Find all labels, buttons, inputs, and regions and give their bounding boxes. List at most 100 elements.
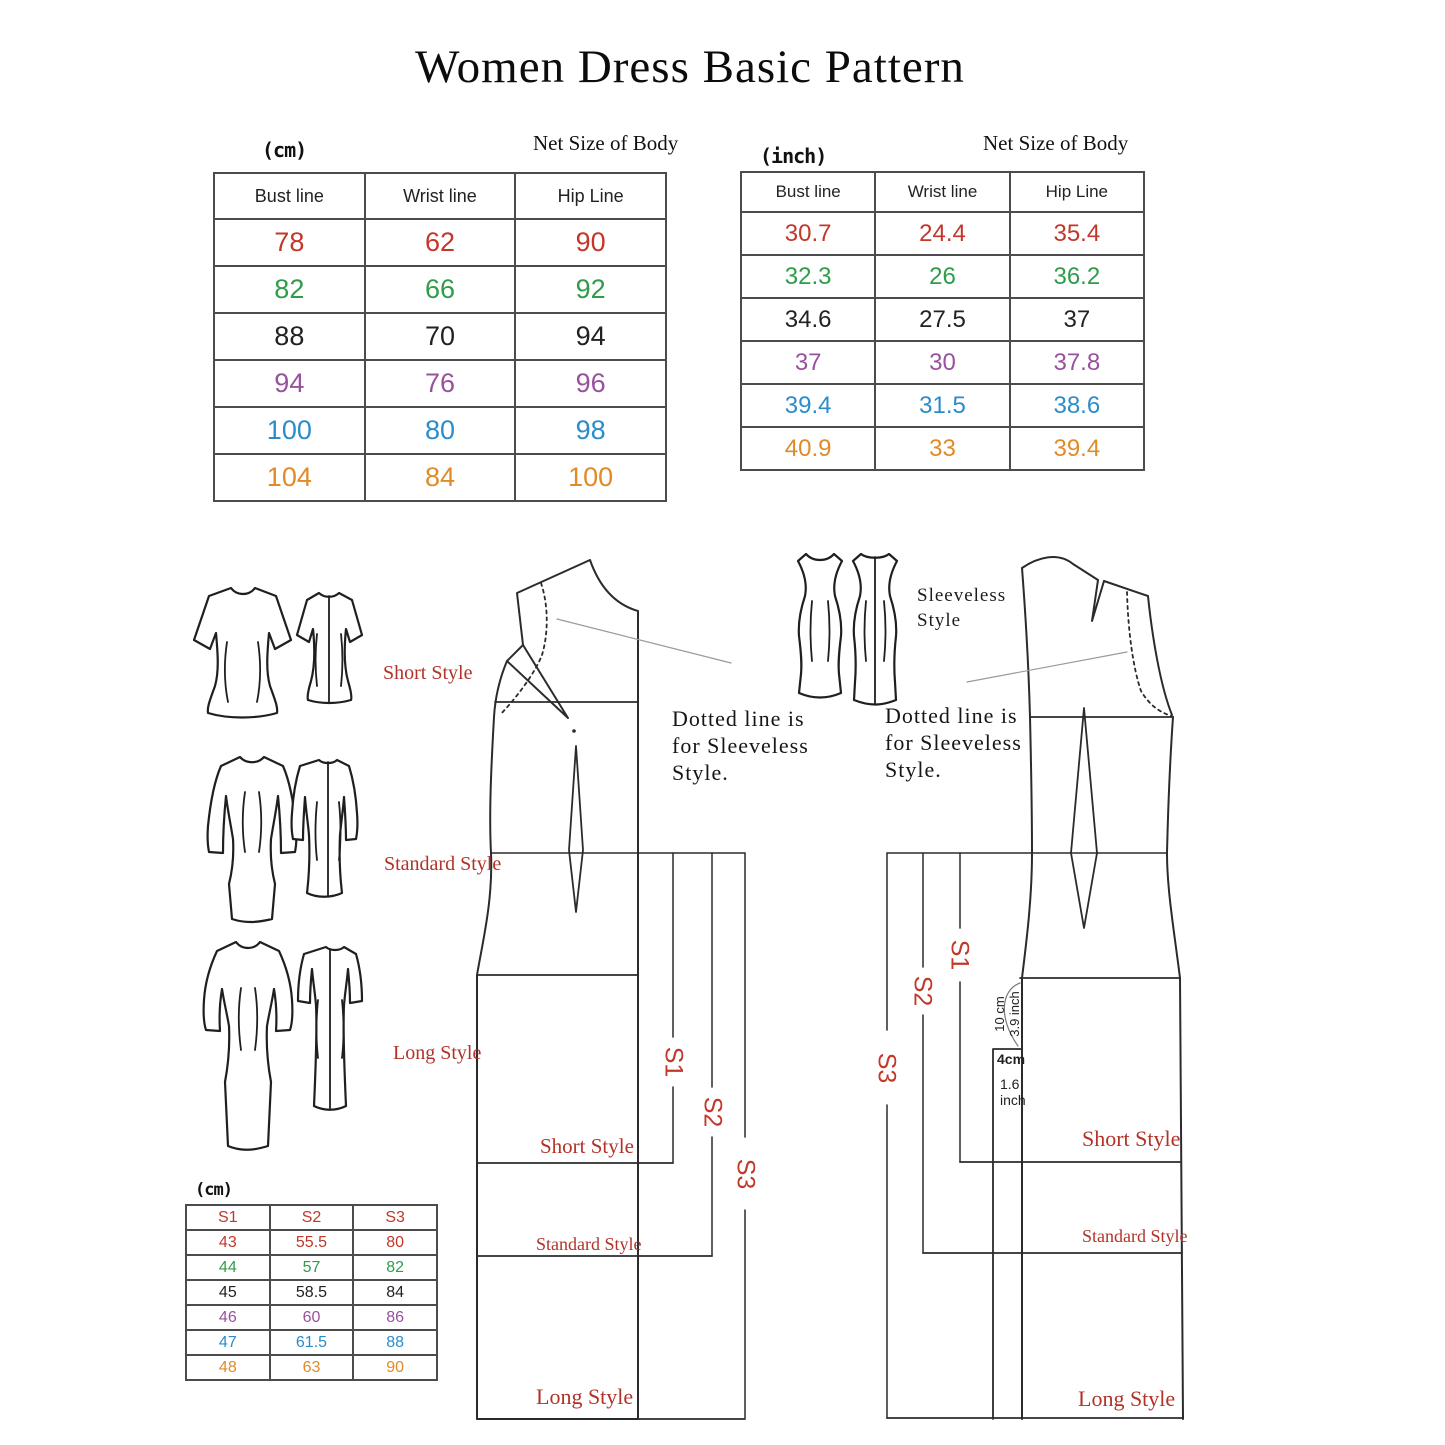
- back-sleeveless-dotted-line: [1126, 591, 1172, 717]
- front-s2-label: S2: [698, 1096, 727, 1128]
- cell: 76: [363, 359, 517, 408]
- cell: 80: [363, 406, 517, 455]
- table-row: 78 62 90: [213, 218, 667, 267]
- cell: 70: [363, 312, 517, 361]
- front-pattern-label-standard-style: Standard Style: [536, 1234, 642, 1254]
- column-header: Wrist line: [363, 172, 517, 220]
- cell: 35.4: [1008, 211, 1146, 256]
- cell: 31.5: [874, 383, 1011, 428]
- dimension-line: 10 cm: [992, 996, 1007, 1032]
- back-s1-label: S1: [945, 939, 974, 971]
- back-sleeveless-note: Dotted line is for Sleeveless Style.: [885, 702, 1022, 783]
- cell: 82: [213, 265, 366, 314]
- cell: 30: [874, 340, 1011, 385]
- illustration-label-long-style: Long Style: [393, 1042, 482, 1064]
- lengths-table-unit-label: (cm): [195, 1180, 233, 1200]
- back-vent-4cm-dimension: 4cm: [997, 1051, 1026, 1067]
- column-header: S1: [185, 1204, 271, 1231]
- table-row: 94 76 96: [213, 359, 667, 408]
- table-row: 37 30 37.8: [739, 340, 1146, 385]
- cell: 38.6: [1008, 383, 1146, 428]
- table-row: 43 55.5 80: [185, 1229, 438, 1256]
- note-line: Style.: [885, 757, 942, 782]
- front-pointer-line: [556, 618, 732, 664]
- cell: 32.3: [739, 254, 877, 299]
- front-s3-label: S3: [731, 1158, 760, 1190]
- cell: 100: [514, 453, 667, 502]
- sleeveless-label-line2: Style: [917, 610, 962, 631]
- lengths-table: S1 S2 S3 43 55.5 80 44 57 82 45 58.5 84 …: [185, 1204, 438, 1381]
- back-outline: [1021, 556, 1184, 1420]
- table-row: 100 80 98: [213, 406, 667, 455]
- back-pattern-piece: [886, 556, 1184, 1420]
- long-style-front-illustration: [202, 940, 294, 1151]
- cell: 46: [185, 1304, 271, 1331]
- back-pattern-label-short-style: Short Style: [1082, 1126, 1181, 1151]
- cell: 80: [352, 1229, 438, 1256]
- cell: 84: [352, 1279, 438, 1306]
- table-row: 45 58.5 84: [185, 1279, 438, 1306]
- cell: 37: [739, 340, 877, 385]
- back-pointer-line: [966, 651, 1128, 683]
- table-row: 47 61.5 88: [185, 1329, 438, 1356]
- note-line: for Sleeveless: [672, 733, 809, 758]
- cell: 94: [213, 359, 366, 408]
- column-header: Hip Line: [1008, 171, 1146, 213]
- back-vent-dimension-arc: [1003, 982, 1021, 1047]
- cell: 34.6: [739, 297, 877, 342]
- table-header-row: Bust line Wrist line Hip Line: [213, 172, 667, 220]
- cell: 96: [514, 359, 667, 408]
- cell: 48: [185, 1354, 271, 1381]
- cell: 66: [363, 265, 517, 314]
- back-vent-10cm-dimension: 10 cm 3.9 inch: [992, 991, 1022, 1037]
- back-s3-label: S3: [872, 1052, 901, 1084]
- illustration-label-short-style: Short Style: [383, 662, 473, 684]
- cell: 26: [874, 254, 1011, 299]
- cell: 90: [352, 1354, 438, 1381]
- cell: 62: [363, 218, 517, 267]
- cell: 61.5: [268, 1329, 355, 1356]
- cell: 40.9: [739, 426, 877, 471]
- illustration-label-standard-style: Standard Style: [384, 853, 502, 875]
- cell: 104: [213, 453, 366, 502]
- front-pattern-label-short-style: Short Style: [540, 1134, 634, 1158]
- cell: 84: [363, 453, 517, 502]
- cell: 57: [268, 1254, 355, 1281]
- table-header-row: Bust line Wrist line Hip Line: [739, 171, 1146, 213]
- cell: 36.2: [1008, 254, 1146, 299]
- cm-table-unit-label: (cm): [262, 138, 307, 162]
- front-waist-dart: [568, 745, 584, 913]
- front-sleeveless-note: Dotted line is for Sleeveless Style.: [672, 705, 809, 786]
- note-line: Dotted line is: [885, 703, 1018, 728]
- back-s2-label: S2: [908, 975, 937, 1007]
- note-line: Dotted line is: [672, 706, 805, 731]
- page-title: Women Dress Basic Pattern: [415, 41, 965, 93]
- column-header: S3: [352, 1204, 438, 1231]
- table-row: 88 70 94: [213, 312, 667, 361]
- note-line: Style.: [672, 760, 729, 785]
- dimension-line: inch: [1000, 1092, 1026, 1108]
- column-header: S2: [268, 1204, 355, 1231]
- note-line: for Sleeveless: [885, 730, 1022, 755]
- table-header-row: S1 S2 S3: [185, 1204, 438, 1231]
- cell: 44: [185, 1254, 271, 1281]
- front-length-brackets: [490, 852, 746, 1419]
- cell: 94: [514, 312, 667, 361]
- front-armhole-dart: [506, 644, 569, 719]
- cell: 43: [185, 1229, 271, 1256]
- cell: 55.5: [268, 1229, 355, 1256]
- column-header: Bust line: [739, 171, 877, 213]
- illustration-label-sleeveless-style: Sleeveless Style: [917, 583, 1006, 633]
- cell: 78: [213, 218, 366, 267]
- cell: 92: [514, 265, 667, 314]
- dimension-line: 1.6: [1000, 1076, 1020, 1092]
- sleeveless-label-line1: Sleeveless: [917, 585, 1007, 606]
- front-s1-label: S1: [659, 1046, 688, 1078]
- table-row: 104 84 100: [213, 453, 667, 502]
- cell: 86: [352, 1304, 438, 1331]
- sleeveless-back-illustration: [851, 552, 899, 706]
- column-header: Wrist line: [874, 171, 1011, 213]
- back-shoulder-dart: [1091, 579, 1105, 622]
- table-row: 34.6 27.5 37: [739, 297, 1146, 342]
